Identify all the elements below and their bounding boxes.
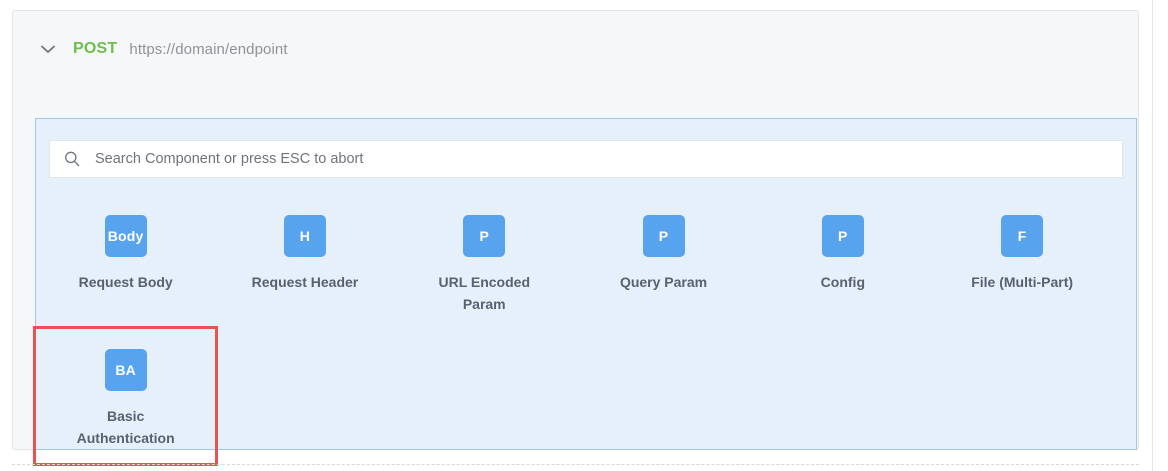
component-label-request-body: Request Body bbox=[78, 274, 173, 290]
request-url-label: https://domain/endpoint bbox=[129, 40, 288, 58]
component-tile-basic-authentication[interactable]: BA Basic Authentication bbox=[32, 326, 219, 466]
component-tile-query-param[interactable]: P Query Param bbox=[574, 195, 753, 329]
component-label-config: Config bbox=[820, 274, 865, 290]
page-edge-rule bbox=[1152, 0, 1153, 471]
component-label-file-multi-part: File (Multi-Part) bbox=[971, 274, 1074, 290]
request-card: POST https://domain/endpoint Body Reques… bbox=[12, 10, 1139, 466]
search-input[interactable] bbox=[95, 141, 1122, 177]
component-badge-p-query: P bbox=[642, 215, 685, 257]
request-header[interactable]: POST https://domain/endpoint bbox=[13, 11, 1138, 87]
chevron-down-icon[interactable] bbox=[35, 36, 61, 62]
component-label-request-header: Request Header bbox=[251, 274, 359, 290]
component-label-query-param: Query Param bbox=[619, 274, 708, 290]
component-badge-p-url-encoded: P bbox=[463, 215, 506, 257]
component-badge-f: F bbox=[1001, 215, 1044, 257]
component-palette: Body Request Body H Request Header P URL… bbox=[32, 118, 1137, 466]
component-badge-ba: BA bbox=[104, 349, 147, 391]
component-badge-body: Body bbox=[104, 215, 147, 257]
search-bar[interactable] bbox=[49, 140, 1123, 178]
component-tile-url-encoded-param[interactable]: P URL Encoded Param bbox=[395, 195, 574, 329]
request-method-label: POST bbox=[73, 40, 118, 57]
component-tile-grid: Body Request Body H Request Header P URL… bbox=[32, 195, 1136, 466]
component-label-url-encoded-param: URL Encoded Param bbox=[438, 274, 530, 312]
component-tile-file-multi-part[interactable]: F File (Multi-Part) bbox=[932, 195, 1111, 329]
search-icon bbox=[62, 149, 82, 169]
component-tile-request-header[interactable]: H Request Header bbox=[215, 195, 394, 329]
component-badge-h: H bbox=[283, 215, 326, 257]
bottom-dashed-separator bbox=[12, 464, 1139, 465]
component-tile-request-body[interactable]: Body Request Body bbox=[36, 195, 215, 329]
component-tile-config[interactable]: P Config bbox=[753, 195, 932, 329]
component-label-basic-authentication: Basic Authentication bbox=[76, 408, 175, 446]
component-badge-p-config: P bbox=[821, 215, 864, 257]
